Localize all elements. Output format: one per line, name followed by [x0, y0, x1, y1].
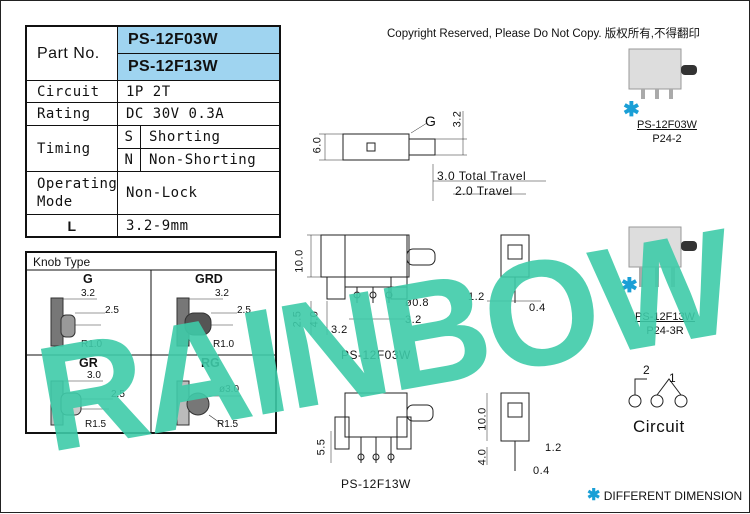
dim-f03w-32b: 3.2: [405, 314, 422, 326]
timing-label: Timing: [27, 126, 118, 171]
knob-gr-name: GR: [79, 356, 98, 370]
product-name-f13w: PS-12F13W: [635, 311, 695, 323]
product-photo-f13w: [628, 226, 697, 287]
product-page-f03w: P24-2: [652, 133, 682, 145]
dim-f03w-40: 4.0: [308, 310, 321, 328]
knob-grd-drawing: [176, 297, 237, 347]
timing-key: S: [118, 126, 141, 148]
knob-grd-dim-b: 2.5: [237, 305, 251, 316]
rating-row: Rating DC 30V 0.3A: [27, 102, 279, 125]
top-view-knob-label: G: [425, 113, 437, 129]
operating-mode-label-line1: Operating: [37, 176, 118, 192]
different-dimension-star-f13w: ✱: [621, 275, 638, 297]
product-photo-f03w: [628, 48, 697, 99]
legend-star-icon: ✱: [587, 487, 601, 504]
dim-f03w-side-12: 1.2: [468, 291, 485, 303]
rating-value: DC 30V 0.3A: [126, 106, 225, 122]
knob-g-dim-a: 3.2: [81, 288, 95, 299]
knob-g-name: G: [83, 272, 93, 286]
circuit-pin-1: 1: [669, 371, 677, 385]
circuit-pin-2: 2: [643, 363, 651, 377]
timing-value: Non-Shorting: [149, 152, 257, 168]
dim-f13w-side-40: 4.0: [476, 448, 489, 466]
spec-table: Part No. PS-12F03W PS-12F13W Circuit 1P …: [25, 25, 281, 238]
knob-gr-dim-a: 3.0: [87, 370, 101, 381]
dim-f03w-10: 10.0: [293, 249, 306, 273]
circuit-label: Circuit: [27, 81, 118, 102]
knob-g-dim-c: R1.0: [81, 339, 103, 350]
legend-text: DIFFERENT DIMENSION: [603, 489, 743, 503]
circuit-row: Circuit 1P 2T: [27, 80, 279, 102]
drawing-caption-f03w: PS-12F03W: [341, 348, 411, 362]
circuit-value: 1P 2T: [126, 83, 171, 100]
operating-mode-row: Operating Mode Non-Lock: [27, 171, 279, 214]
knob-grd-dim-c: R1.0: [213, 339, 235, 350]
knob-g-drawing: [50, 297, 105, 347]
copyright-notice: Copyright Reserved, Please Do Not Copy. …: [387, 28, 700, 40]
timing-value: Shorting: [149, 129, 221, 145]
dim-top-6: 6.0: [311, 136, 324, 154]
knob-gr-dim-b: 2.5: [111, 389, 125, 400]
dim-f03w-32a: 3.2: [331, 324, 348, 336]
product-name-f03w: PS-12F03W: [637, 119, 697, 131]
timing-row: Timing S Shorting N Non-Shorting: [27, 125, 279, 171]
dim-f13w-55: 5.5: [315, 438, 328, 456]
part-no-row: Part No. PS-12F03W PS-12F13W: [27, 27, 279, 80]
dim-f13w-side-10: 10.0: [476, 407, 489, 431]
operating-mode-label-line2: Mode: [37, 194, 73, 210]
travel-label: 2.0 Travel: [455, 184, 513, 198]
dim-f03w-pin: ø0.8: [405, 297, 430, 309]
dim-top-32: 3.2: [451, 110, 464, 128]
operating-mode-label: Operating Mode: [27, 172, 118, 214]
knob-type-box: Knob Type: [25, 251, 277, 434]
knob-grd-name: GRD: [195, 272, 223, 286]
knob-type-title: Knob Type: [33, 255, 91, 269]
l-row: L 3.2-9mm: [27, 214, 279, 236]
operating-mode-value: Non-Lock: [126, 185, 198, 201]
dim-f13w-side-04: 0.4: [533, 465, 550, 477]
dim-f03w-25: 2.5: [291, 310, 304, 328]
knob-rg-name: RG: [201, 356, 220, 370]
total-travel-label: 3.0 Total Travel: [437, 169, 527, 183]
timing-shorting: S Shorting: [118, 126, 279, 148]
timing-non-shorting: N Non-Shorting: [118, 148, 279, 171]
different-dimension-legend: ✱ DIFFERENT DIMENSION: [587, 485, 742, 505]
knob-grid: [27, 269, 275, 432]
different-dimension-star-f03w: ✱: [623, 99, 640, 121]
dim-f13w-side-12: 1.2: [545, 442, 562, 454]
product-page-f13w: P24-3R: [646, 325, 684, 337]
part-number-f13w: PS-12F13W: [118, 53, 279, 80]
dim-f03w-side-04: 0.4: [529, 302, 546, 314]
circuit-caption: Circuit: [633, 417, 685, 436]
knob-gr-dim-c: R1.5: [85, 419, 107, 430]
l-label: L: [27, 215, 118, 236]
knob-rg-dim-b: R1.5: [217, 419, 239, 430]
timing-options: S Shorting N Non-Shorting: [118, 126, 279, 171]
drawing-caption-f13w: PS-12F13W: [341, 477, 411, 491]
l-value: 3.2-9mm: [126, 217, 189, 234]
timing-key: N: [118, 149, 141, 171]
part-no-label: Part No.: [27, 27, 118, 80]
knob-grd-dim-a: 3.2: [215, 288, 229, 299]
knob-gr-drawing: [50, 380, 113, 426]
part-number-list: PS-12F03W PS-12F13W: [118, 27, 279, 80]
rating-label: Rating: [27, 103, 118, 125]
part-number-f03w: PS-12F03W: [118, 27, 279, 53]
knob-g-dim-b: 2.5: [105, 305, 119, 316]
knob-rg-dim-a: ø3.0: [219, 384, 240, 395]
knob-rg-drawing: [176, 380, 241, 426]
